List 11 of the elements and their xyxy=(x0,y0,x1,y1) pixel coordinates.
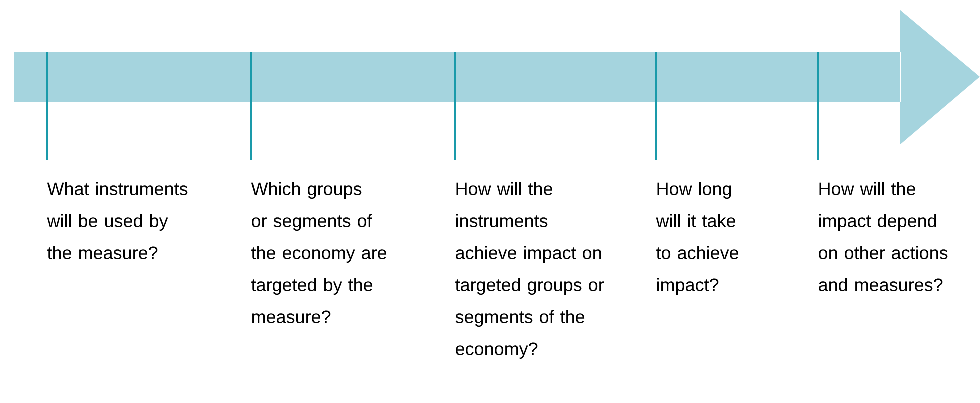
leader-line xyxy=(46,52,48,160)
leader-line xyxy=(250,52,252,160)
question-text: Which groups or segments of the economy are targeted by the measure? xyxy=(251,182,387,324)
question-text: What instruments will be used by the measure? xyxy=(47,182,188,260)
question-text: How will the instruments achieve impact on targeted groups or segments of the economy? xyxy=(456,182,604,360)
timeline-arrow xyxy=(14,10,980,145)
leader-line xyxy=(817,52,820,160)
question-text: How long will it take to achieve impact? xyxy=(656,182,739,296)
leader-line xyxy=(655,52,657,160)
leader-line xyxy=(454,52,456,160)
question-text: How will the impact depend on other actions and measures? xyxy=(819,182,948,292)
